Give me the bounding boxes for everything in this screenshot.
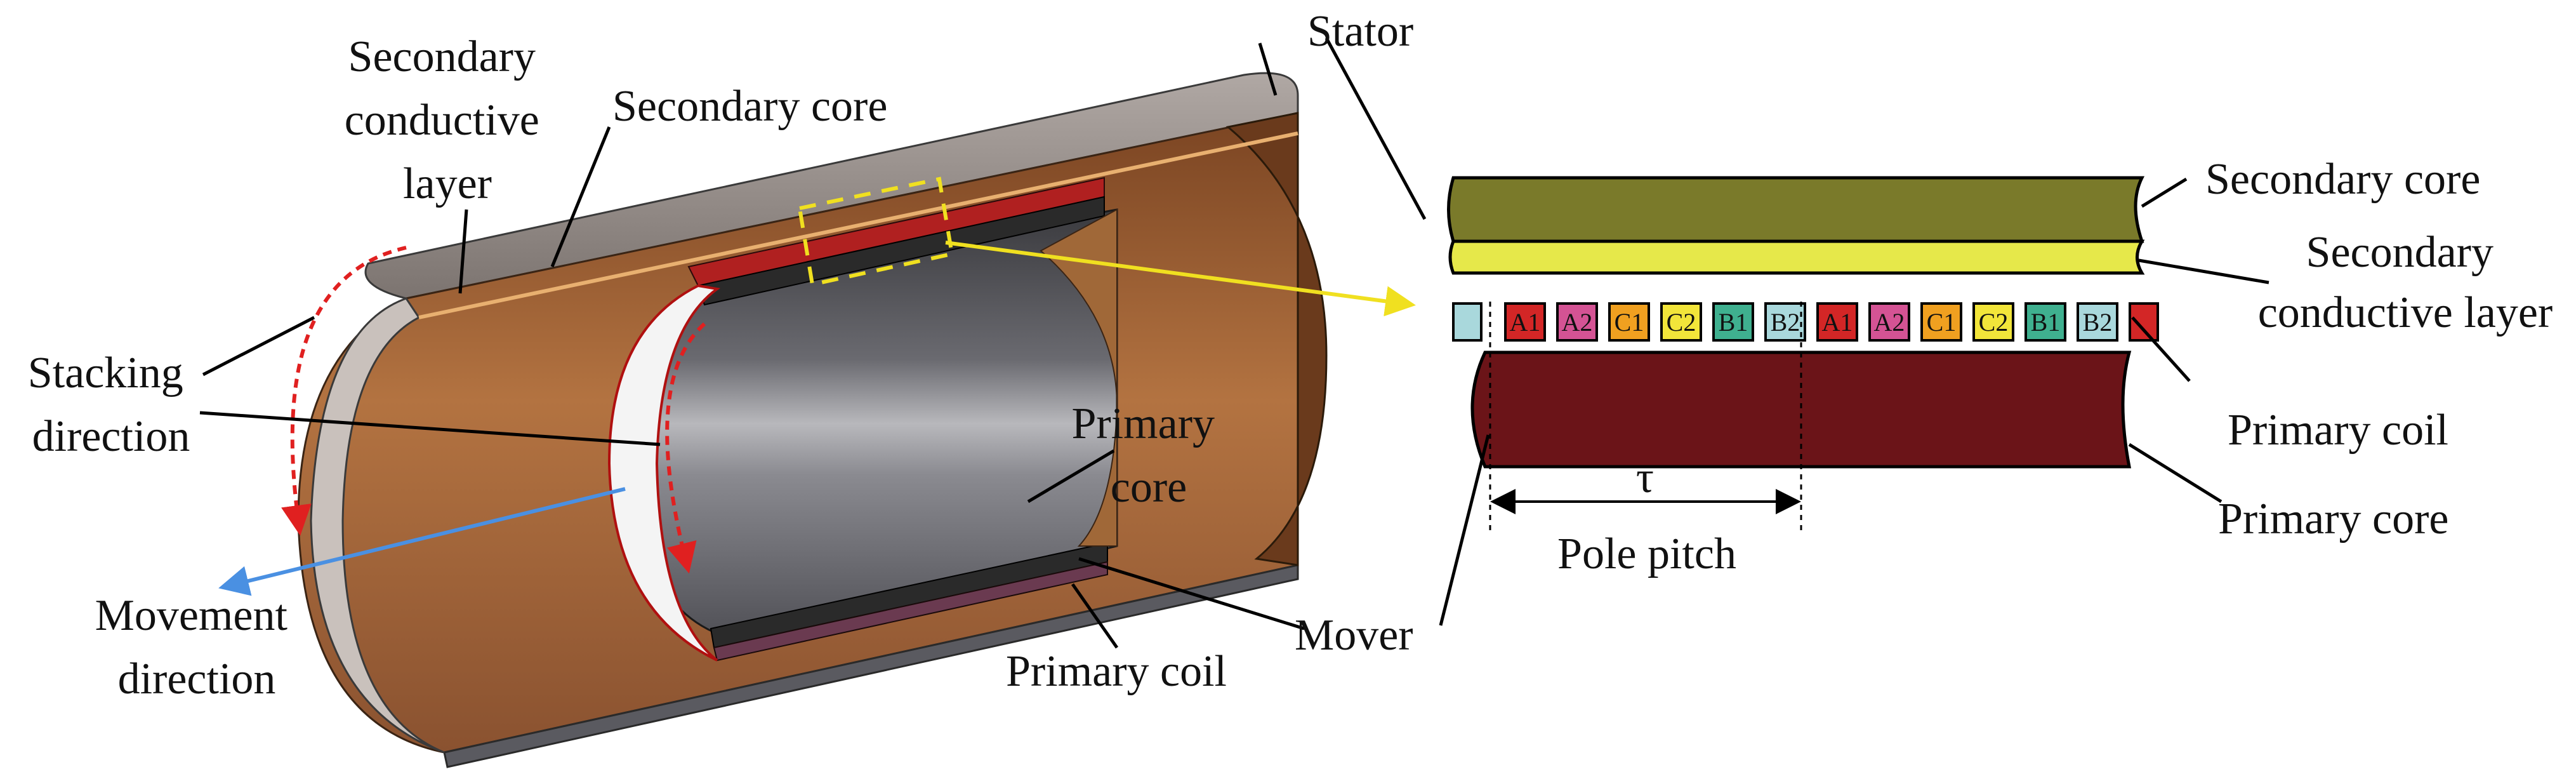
coil-label-8: A2	[1874, 308, 1905, 337]
label-primary-core-right: Primary core	[2218, 495, 2448, 544]
coil-label-3: C1	[1615, 308, 1644, 337]
coil-label-11: B1	[2031, 308, 2061, 337]
primary-coil-row: A1 A2 C1 C2 B1 B2 A1 A2 C1 C2 B1 B2	[1452, 302, 2159, 342]
coil-label-4: C2	[1667, 308, 1696, 337]
stator-far-end	[1225, 112, 1328, 566]
coil-label-7: A1	[1822, 308, 1853, 337]
cutaway-3d-view	[218, 72, 1416, 768]
coil-c1-9	[1920, 302, 1962, 342]
coil-b2-6	[1764, 302, 1806, 342]
secondary-conductive-layer-block	[1448, 239, 2145, 275]
label-stator: Stator	[1307, 7, 1413, 56]
coil-c2-4	[1660, 302, 1702, 342]
label-pole-pitch: Pole pitch	[1557, 530, 1736, 578]
secondary-core-block	[1447, 176, 2145, 243]
label-secondary-conductive-layer-left: Secondary conductive layer	[345, 32, 551, 208]
label-secondary-conductive-layer-right: Secondary conductive layer	[2258, 228, 2553, 337]
mover-bottom-coils	[713, 561, 1108, 662]
stacking-arrow-outer	[281, 246, 407, 536]
coil-edge-13	[2129, 302, 2159, 342]
coil-b1-11	[2024, 302, 2066, 342]
primary-core-inner	[1040, 208, 1118, 547]
coil-b1-5	[1712, 302, 1754, 342]
leader-lines-left	[199, 37, 1427, 649]
coil-label-6: B2	[1771, 308, 1800, 337]
stator-shell-bottom	[443, 564, 1299, 768]
coil-edge-0	[1452, 302, 1483, 342]
coil-label-9: C1	[1927, 308, 1957, 337]
leader-lines-right	[1439, 177, 2269, 626]
coil-label-12: B2	[2083, 308, 2113, 337]
coil-b2-12	[2077, 302, 2118, 342]
coil-a2-8	[1868, 302, 1910, 342]
label-secondary-core-right: Secondary core	[2205, 155, 2480, 204]
zoom-box	[797, 177, 954, 287]
mover-front-ring	[607, 284, 721, 662]
coil-a2-2	[1556, 302, 1598, 342]
zoom-arrow	[945, 241, 1416, 317]
label-mover: Mover	[1295, 611, 1413, 660]
coil-a1-7	[1816, 302, 1858, 342]
movement-arrow	[218, 487, 626, 596]
label-tau: τ	[1636, 453, 1654, 502]
coil-c1-3	[1608, 302, 1650, 342]
label-secondary-core-left: Secondary core	[612, 82, 887, 131]
primary-core-block	[1470, 350, 2132, 469]
label-stacking-direction: Stacking direction	[28, 349, 194, 461]
stacking-arrow-inner	[665, 322, 706, 574]
coil-label-2: A2	[1562, 308, 1593, 337]
label-movement-direction: Movement direction	[95, 591, 299, 704]
label-primary-coil-right: Primary coil	[2228, 406, 2448, 455]
coil-a1-1	[1504, 302, 1546, 342]
cross-section-view: A1 A2 C1 C2 B1 B2 A1 A2 C1 C2 B1 B2	[1447, 176, 2159, 533]
coil-label-5: B1	[1719, 308, 1748, 337]
label-primary-core-left: Primary core	[1071, 399, 1225, 512]
label-primary-coil-left: Primary coil	[1006, 647, 1227, 696]
coil-label-1: A1	[1510, 308, 1541, 337]
coil-label-10: C2	[1979, 308, 2009, 337]
coil-c2-10	[1972, 302, 2014, 342]
secondary-conductive-layer-3d	[418, 131, 1298, 319]
